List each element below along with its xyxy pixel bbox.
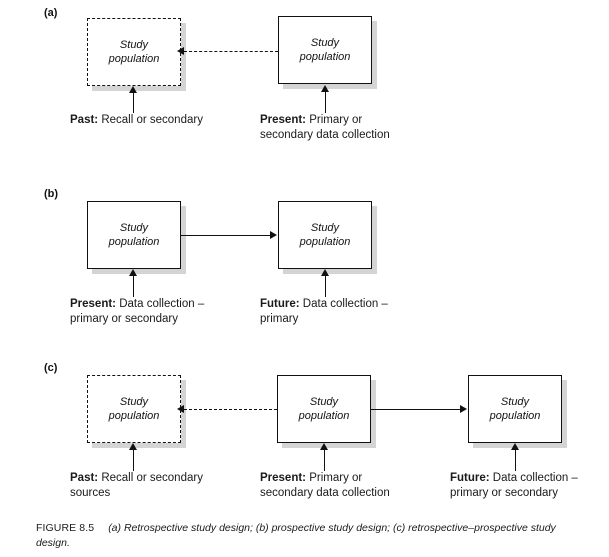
panel-b-future-annotation-bold: Future: — [260, 298, 300, 310]
panel-b-future-box-label: Study population — [299, 222, 351, 248]
panel-b-present-annotation-arrowhead — [129, 269, 137, 276]
panel-c-future-box-label: Study population — [489, 396, 541, 422]
panel-a-past-annotation-rest: Recall or secondary — [98, 114, 203, 126]
panel-c-future-annotation-bold: Future: — [450, 472, 490, 484]
panel-c-present-to-future-arrowhead — [460, 405, 467, 413]
panel-a-past-annotation: Past: Recall or secondary — [70, 113, 270, 128]
panel-a-present-annotation-bold: Present: — [260, 114, 307, 126]
panel-label-c: (c) — [44, 362, 58, 374]
panel-a-present-to-past-arrowhead — [177, 47, 184, 55]
figure-caption: FIGURE 8.5(a) Retrospective study design… — [36, 521, 584, 551]
panel-a-past-annotation-line — [133, 93, 134, 113]
panel-c-future-annotation-rest: Data collection – primary or secondary — [450, 472, 578, 499]
panel-c-present-annotation: Present: Primary or secondary data colle… — [260, 471, 460, 501]
panel-b-future-annotation-line — [325, 276, 326, 297]
panel-c-present-annotation-bold: Present: — [260, 472, 307, 484]
panel-b-present-to-future-line — [181, 235, 271, 236]
panel-c-past-box-label: Study population — [108, 396, 160, 422]
panel-c-present-to-past-line — [184, 409, 277, 410]
panel-b-present-annotation-rest: Data collection – primary or secondary — [70, 298, 205, 325]
panel-b-present-annotation: Present: Data collection – primary or se… — [70, 297, 270, 327]
panel-c-past-annotation-rest: Recall or secondary sources — [70, 472, 203, 499]
panel-b-present-box-label: Study population — [108, 222, 160, 248]
panel-b-future-annotation-rest: Data collection – primary — [260, 298, 388, 325]
panel-c-past-annotation-line — [133, 450, 134, 471]
panel-b-present-annotation-line — [133, 276, 134, 297]
panel-c-present-box: Study population — [277, 375, 371, 443]
panel-a-present-box-label: Study population — [299, 37, 351, 63]
panel-label-a: (a) — [44, 7, 58, 19]
panel-b-present-box: Study population — [87, 201, 181, 269]
panel-c-future-annotation: Future: Data collection – primary or sec… — [450, 471, 609, 501]
panel-a-present-annotation-rest: Primary or secondary data collection — [260, 114, 390, 141]
panel-c-past-annotation-arrowhead — [129, 443, 137, 450]
panel-c-present-box-label: Study population — [298, 396, 350, 422]
panel-a-present-box: Study population — [278, 16, 372, 84]
panel-b-future-box: Study population — [278, 201, 372, 269]
panel-c-future-box: Study population — [468, 375, 562, 443]
panel-a-present-annotation-line — [325, 92, 326, 113]
panel-label-b: (b) — [44, 188, 59, 200]
figure-caption-number: FIGURE 8.5 — [36, 522, 95, 534]
panel-c-past-annotation-bold: Past: — [70, 472, 99, 484]
panel-b-future-annotation: Future: Data collection – primary — [260, 297, 460, 327]
panel-c-present-annotation-rest: Primary or secondary data collection — [260, 472, 390, 499]
panel-b-present-to-future-arrowhead — [270, 231, 277, 239]
panel-a-past-annotation-bold: Past: — [70, 114, 99, 126]
panel-c-past-box: Study population — [87, 375, 181, 443]
panel-c-present-annotation-line — [324, 450, 325, 471]
panel-b-present-annotation-bold: Present: — [70, 298, 117, 310]
panel-c-present-to-future-line — [371, 409, 461, 410]
panel-a-past-box: Study population — [87, 18, 181, 86]
panel-c-future-annotation-line — [515, 450, 516, 471]
panel-c-future-annotation-arrowhead — [511, 443, 519, 450]
panel-c-past-annotation: Past: Recall or secondary sources — [70, 471, 270, 501]
figure-caption-text: (a) Retrospective study design; (b) pros… — [36, 522, 556, 549]
panel-a-past-box-label: Study population — [108, 39, 160, 65]
panel-c-present-annotation-arrowhead — [320, 443, 328, 450]
panel-c-present-to-past-arrowhead — [177, 405, 184, 413]
panel-b-future-annotation-arrowhead — [321, 269, 329, 276]
panel-a-past-annotation-arrowhead — [129, 86, 137, 93]
panel-a-present-annotation-arrowhead — [321, 85, 329, 92]
panel-a-present-annotation: Present: Primary or secondary data colle… — [260, 113, 460, 143]
panel-a-present-to-past-line — [184, 51, 278, 52]
